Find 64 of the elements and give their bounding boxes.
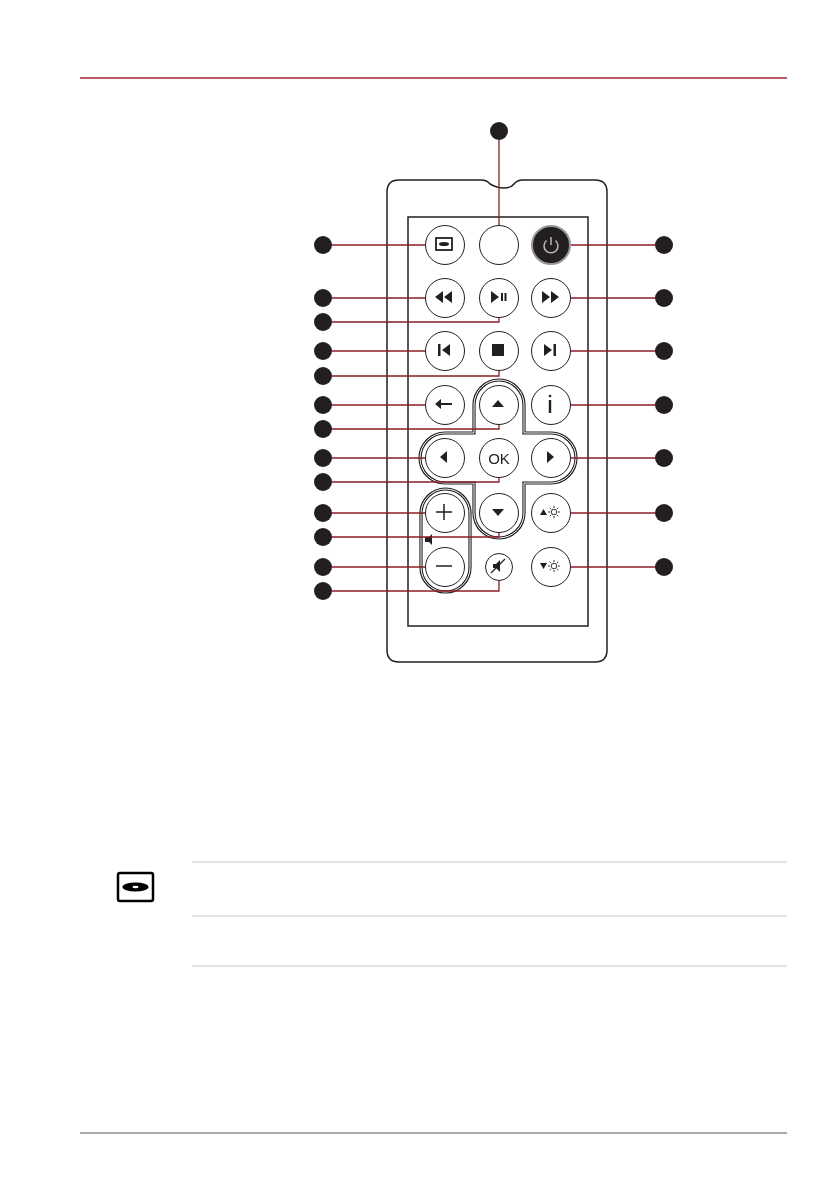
leader-line [570, 457, 656, 459]
remote-button [479, 278, 519, 318]
remote-button [425, 547, 465, 587]
callout-dot [655, 289, 673, 307]
leader-line [331, 350, 426, 352]
remote-button [479, 438, 519, 478]
leader-line [570, 350, 656, 352]
callout-dot [655, 236, 673, 254]
leader-line [331, 404, 426, 406]
callout-dot [314, 528, 332, 546]
leader-line [570, 566, 656, 568]
leader-line [331, 317, 500, 323]
callout-dot [314, 420, 332, 438]
callout-dot [314, 313, 332, 331]
leader-line [498, 139, 500, 226]
callout-dot [655, 558, 673, 576]
remote-button [479, 225, 519, 265]
callout-dot [314, 236, 332, 254]
leader-line [570, 297, 656, 299]
remote-button [425, 438, 465, 478]
callout-dot [655, 342, 673, 360]
remote-button [425, 225, 465, 265]
leader-line [331, 580, 500, 592]
leader-line [570, 404, 656, 406]
leader-line [331, 512, 426, 514]
leader-line [331, 424, 500, 430]
leader-line [331, 370, 500, 377]
remote-button [425, 385, 465, 425]
remote-button [479, 331, 519, 371]
callout-dot [655, 396, 673, 414]
remote-button [531, 438, 571, 478]
leader-line [331, 566, 426, 568]
callout-dot [314, 558, 332, 576]
remote-button [485, 553, 513, 581]
remote-button [531, 385, 571, 425]
remote-button [479, 493, 519, 533]
leader-line [331, 297, 426, 299]
callout-dot [314, 289, 332, 307]
power-button [531, 225, 571, 265]
button-label: OK [488, 450, 510, 466]
callout-dot [314, 473, 332, 491]
callout-dot [314, 396, 332, 414]
callout-dot [655, 504, 673, 522]
callout-dot [490, 122, 508, 140]
callout-dot [314, 504, 332, 522]
leader-line [570, 244, 656, 246]
remote-button [531, 493, 571, 533]
leader-line [570, 512, 656, 514]
remote-button [425, 278, 465, 318]
callout-dot [655, 449, 673, 467]
remote-button [531, 331, 571, 371]
leader-line [331, 244, 426, 246]
callout-dot [314, 582, 332, 600]
leader-line [331, 457, 426, 459]
callout-dot [314, 342, 332, 360]
remote-button [531, 278, 571, 318]
remote-button [479, 385, 519, 425]
leader-line [331, 477, 500, 483]
callout-dot [314, 367, 332, 385]
callout-dot [314, 449, 332, 467]
remote-button [425, 493, 465, 533]
remote-button [531, 547, 571, 587]
remote-button [425, 331, 465, 371]
leader-line [331, 532, 500, 538]
